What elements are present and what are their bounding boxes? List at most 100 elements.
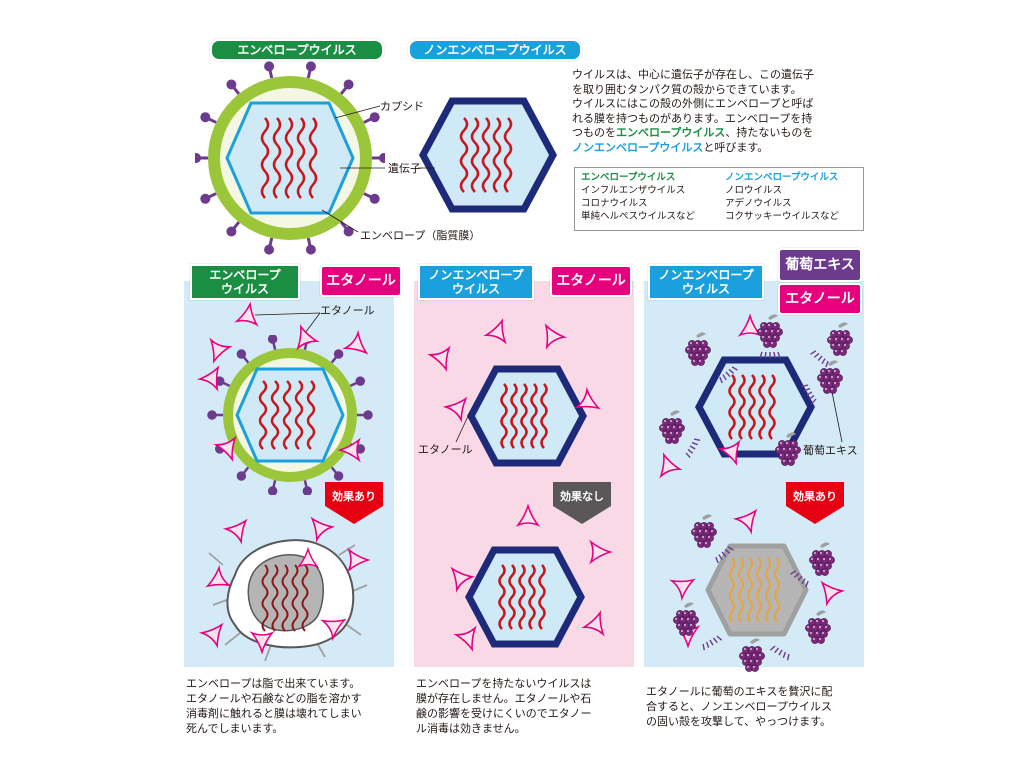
grape-icon xyxy=(673,602,699,636)
ethanol-molecule-icon xyxy=(213,435,237,462)
gene-strand xyxy=(508,564,516,630)
grape-icon xyxy=(739,638,765,672)
panel2-ethanol-tag: エタノール xyxy=(550,265,632,297)
panel3-callout-line xyxy=(831,391,843,443)
virus-type-table: エンベロープウイルス インフルエンザウイルス コロナウイルス 単純ヘルペスウイル… xyxy=(574,167,864,231)
gene-strand xyxy=(291,564,299,632)
panel3-effect-label: 効果あり xyxy=(793,490,837,503)
panel3-damaged-virus-icon xyxy=(705,543,809,637)
panel1-ethanol-tag: エタノール xyxy=(320,265,402,297)
ethanol-molecule-icon xyxy=(234,301,259,327)
gene-strand xyxy=(492,117,502,193)
grape-icon xyxy=(775,432,801,466)
ethanol-molecule-icon xyxy=(427,345,451,372)
gene-strand xyxy=(308,117,318,199)
top-description: ウイルスは、中心に遺伝子が存在し、この遺伝子 を取り囲むタンパク質の殻からできて… xyxy=(572,68,814,154)
panel2-label-ethanol: エタノール xyxy=(418,443,473,456)
panel1-label-ethanol: エタノール xyxy=(320,304,375,317)
label-envelope: エンベロープ（脂質膜） xyxy=(360,229,481,242)
gene-strand xyxy=(261,564,269,632)
ethanol-molecule-icon xyxy=(296,324,320,351)
ethanol-molecule-icon xyxy=(249,631,275,655)
panel3-nonenvelope-virus-icon xyxy=(695,356,815,458)
gene-strand xyxy=(738,557,744,623)
gene-strand xyxy=(470,117,480,193)
gene-strand xyxy=(503,117,513,193)
panel2-noeffect-label: 効果なし xyxy=(560,490,604,503)
label-capsid: カプシド xyxy=(380,100,424,113)
gene-strand xyxy=(500,383,508,449)
ethanol-molecule-icon xyxy=(732,508,758,535)
ethanol-molecule-icon xyxy=(820,580,846,607)
gene-strand xyxy=(258,380,268,450)
panel3-grape-tag: 葡萄エキス xyxy=(778,248,862,282)
gene-strand xyxy=(738,374,746,440)
grape-icon xyxy=(817,360,843,394)
panel3-ethanol-tag: エタノール xyxy=(778,283,862,315)
gene-strand xyxy=(498,564,506,630)
label-gene: 遺伝子 xyxy=(388,162,421,175)
gene-strand xyxy=(748,374,756,440)
grape-icon xyxy=(659,410,685,444)
gene-strand xyxy=(528,564,536,630)
gene-strand xyxy=(768,374,776,440)
ethanol-molecule-icon xyxy=(453,625,477,652)
ethanol-molecule-icon xyxy=(222,518,248,545)
panel3-virus-tag: ノンエンベロープウイルス xyxy=(648,264,764,300)
ethanol-molecule-icon xyxy=(342,329,369,355)
gene-strand xyxy=(481,117,491,193)
grape-icon xyxy=(757,314,783,348)
panel3-effect-arrow xyxy=(786,482,844,524)
ethanol-molecule-icon xyxy=(483,318,507,345)
ethanol-molecule-icon xyxy=(347,547,371,573)
callout-lines xyxy=(321,105,435,233)
ethanol-molecule-icon xyxy=(669,578,696,602)
gene-strand xyxy=(530,383,538,449)
gene-strand xyxy=(301,564,309,632)
ethanol-molecule-icon xyxy=(574,386,601,410)
gene-strand xyxy=(270,380,280,450)
gene-strand xyxy=(271,564,279,632)
panel2-nonenvelope-virus-icon xyxy=(467,365,587,467)
envelope-column: エンベロープウイルス インフルエンザウイルス コロナウイルス 単純ヘルペスウイル… xyxy=(581,172,696,222)
ethanol-molecule-icon xyxy=(205,564,232,588)
ethanol-molecule-icon xyxy=(717,439,741,466)
panel2-virus-tag: ノンエンベロープウイルス xyxy=(418,264,534,300)
gene-strand xyxy=(747,557,753,623)
ethanol-molecule-icon xyxy=(209,337,233,364)
ethanol-molecule-icon xyxy=(296,546,320,568)
gene-strand xyxy=(281,564,289,632)
gene-strand xyxy=(758,374,766,440)
gene-strand xyxy=(538,564,546,630)
panel3-label-grape: 葡萄エキス xyxy=(803,444,858,457)
panel3-caption: エタノールに葡萄のエキスを贅沢に配 合すると、ノンエンベロープウイルス の固い殻… xyxy=(646,685,833,728)
gene-strand xyxy=(296,117,306,199)
gene-strand xyxy=(510,383,518,449)
grape-icon xyxy=(691,514,717,548)
gene-strand xyxy=(459,117,469,193)
gene-strand xyxy=(284,117,294,199)
grape-icon xyxy=(827,322,853,356)
ethanol-molecule-icon xyxy=(337,437,361,463)
gene-strand xyxy=(540,383,548,449)
ethanol-molecule-icon xyxy=(196,365,220,392)
grape-icon xyxy=(685,332,711,366)
panel2-nonenvelope-virus-after-icon xyxy=(465,546,585,648)
envelope-virus-tag: エンベロープウイルス xyxy=(210,39,384,61)
nonenvelope-virus-tag: ノンエンベロープウイルス xyxy=(408,39,582,61)
ethanol-molecule-icon xyxy=(310,516,336,543)
gene-strand xyxy=(520,383,528,449)
panel2-caption: エンベロープを持たないウイルスは 膜が存在しません。エタノールや石 鹸の影響を受… xyxy=(416,677,592,735)
ethanol-molecule-icon xyxy=(450,566,476,593)
ethanol-molecule-icon xyxy=(515,503,541,527)
panel1-virus-tag: エンベロープウイルス xyxy=(190,264,300,300)
grape-icon xyxy=(809,542,835,576)
ethanol-molecule-icon xyxy=(737,313,763,337)
gene-strand xyxy=(518,564,526,630)
panel2-noeffect-arrow xyxy=(553,482,611,524)
nonenvelope-column: ノンエンベロープウイルス ノロウイルス アデノウイルス コクサッキーウイルスなど xyxy=(725,172,840,222)
gene-strand xyxy=(728,374,736,440)
gene-strand xyxy=(272,117,282,199)
gene-strand xyxy=(260,117,270,199)
